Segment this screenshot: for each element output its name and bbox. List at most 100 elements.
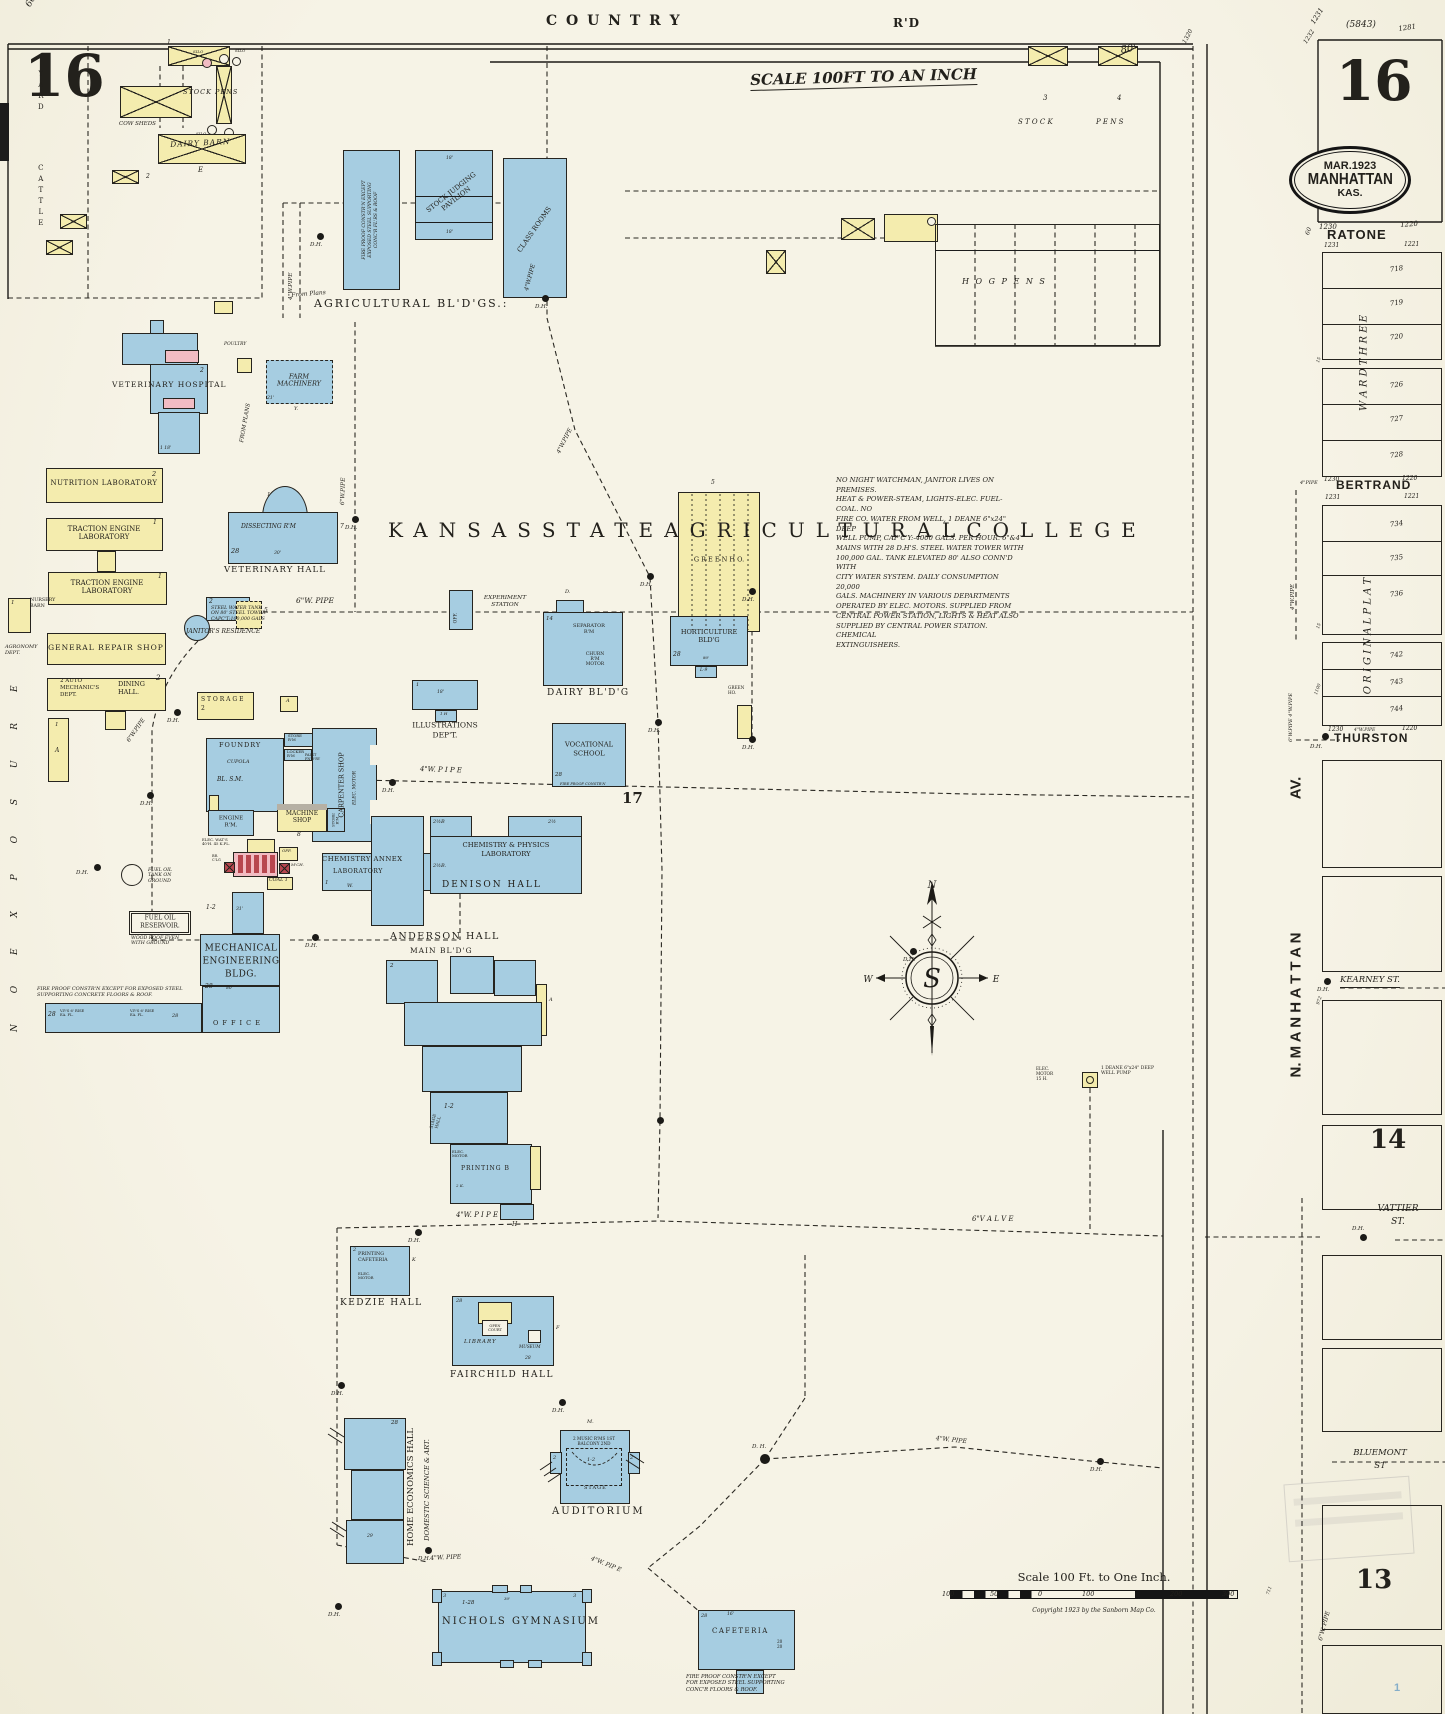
- compass-north-arrow: [927, 881, 937, 905]
- storage-label: S T O R A G E 2: [201, 696, 244, 712]
- den-25b-tl: 2½B: [433, 819, 445, 825]
- blacksmith: BL. S.M.: [217, 776, 244, 783]
- kedzie-k: K: [412, 1257, 416, 1263]
- lot-divider: [1322, 324, 1442, 325]
- anderson-h: H: [512, 1221, 518, 1228]
- office-28b: 28: [172, 1013, 179, 1019]
- scale-bar-copyright: Copyright 1923 by the Sanborn Map Co.: [1032, 1607, 1156, 1614]
- kedzie-printing: PRINTING CAFETERIA: [358, 1252, 388, 1263]
- vocational-school: VOCATIONAL SCHOOL: [564, 740, 614, 758]
- anderson-stem: [500, 1204, 534, 1220]
- bldg-a-num: 1: [55, 722, 59, 728]
- silo-2: [219, 54, 229, 64]
- road-rd: R'D: [893, 16, 921, 30]
- chemistry-physics: CHEMISTRY & PHYSICS LABORATORY: [462, 841, 550, 858]
- coal-bin: [267, 877, 293, 890]
- traction-lab-1: TRACTION ENGINE LABORATORY: [67, 525, 141, 541]
- lot-divider: [1322, 696, 1442, 697]
- silo-label-a: SILO: [193, 49, 204, 54]
- chem-annex-w: W.: [347, 883, 353, 889]
- store-rm-2-bldg: [327, 808, 345, 832]
- hydrant-label: D.H.: [535, 304, 548, 310]
- auditorium-2l: 2: [553, 1455, 557, 1461]
- hydrant-label: D. H.: [752, 1444, 767, 1450]
- nichols-3b: 3: [573, 1593, 577, 1599]
- illus-1h: 1 H: [440, 711, 448, 716]
- den-25-tr: 2½: [548, 819, 557, 825]
- st-kearney: KEARNEY ST.: [1340, 975, 1400, 988]
- library: LIBRARY: [464, 1339, 497, 1345]
- nichols-tab-1: [492, 1585, 508, 1593]
- shed-ne-vet: [214, 301, 233, 314]
- hydrant-dot: [388, 778, 396, 786]
- carp-notch-1: [370, 745, 378, 765]
- boiler-bar-4: [262, 855, 267, 873]
- hydrant-dot: [334, 1602, 342, 1610]
- num-1230-thur: 1230: [1328, 726, 1344, 733]
- hydrant-label: D.H.: [408, 1238, 421, 1244]
- hog-pens: H O G P E N S: [962, 277, 1047, 286]
- farm-machinery: FARM MACHINERY: [277, 372, 321, 388]
- pen-c: [46, 240, 73, 255]
- anderson-hall: ANDERSON HALL: [390, 931, 500, 942]
- home-ec-28: 28: [391, 1420, 398, 1426]
- lot-divider: [1322, 669, 1442, 670]
- nichols-tw-1: [432, 1589, 442, 1603]
- scale-bar: Scale 100 Ft. to One Inch. 100 50 0 100 …: [942, 1570, 1238, 1614]
- cafeteria-stem: [736, 1670, 764, 1694]
- pump-note: 1 DEANE 6"x24" DEEP WELL PUMP: [1101, 1066, 1154, 1077]
- hydrant-dot: [146, 791, 154, 799]
- lot-divider: [1322, 440, 1442, 441]
- hydrant-dot: [1321, 732, 1329, 740]
- boiler-bar-2: [246, 855, 251, 873]
- stock-pen-4-num: 4: [1117, 94, 1122, 102]
- anderson-a: A: [549, 997, 553, 1003]
- cupola: CUPOLA: [227, 759, 250, 765]
- lot-block: [1322, 642, 1442, 726]
- pen-a: [112, 170, 139, 184]
- horticulture-tab: [695, 666, 717, 678]
- nichols-tab-4: [528, 1660, 542, 1668]
- den-25b-bl: 2½B.: [433, 863, 447, 869]
- scale-tick: 200: [1170, 1590, 1183, 1598]
- well-pump-circle: [1086, 1076, 1094, 1084]
- st-n-manhattan: N. M A N H A T T A N: [1287, 932, 1305, 1078]
- stock-pens-nw: STOCK PENS: [183, 88, 239, 96]
- anderson-mid: [404, 1002, 542, 1046]
- cafeteria: CAFETERIA: [712, 1627, 769, 1635]
- hydrant-dot: [351, 515, 359, 523]
- auto-mech-dining: [47, 678, 166, 711]
- hydrant-label: D.H.: [1310, 744, 1323, 750]
- dairy-d: D.: [565, 589, 571, 595]
- num-1220-thur: 1220: [1402, 725, 1418, 732]
- st-thurston: THURSTON: [1334, 731, 1409, 745]
- mechanical-engineering: MECHANICAL ENGINEERING BLDG.: [202, 943, 280, 980]
- stock-pen-3: [1028, 46, 1068, 66]
- ag-bldg-2-pavilion: [415, 150, 493, 240]
- num-1230-bert: 1230: [1324, 476, 1340, 483]
- hydrant-dot: [173, 708, 181, 716]
- anderson-stage: [430, 1092, 508, 1144]
- br-clg: BR. C'LG: [212, 854, 221, 862]
- machine-shop-band: [277, 804, 327, 810]
- fuel-oil-reservoir: [129, 911, 191, 935]
- scale-bar-title: Scale 100 Ft. to One Inch.: [1017, 1570, 1171, 1584]
- janitor-2: 2: [209, 598, 213, 605]
- coal: COAL 1: [269, 878, 288, 883]
- nutrition-lab: NUTRITION LABORATORY: [50, 479, 158, 488]
- compass-monogram: S: [923, 964, 941, 994]
- fairchild-hall: FAIRCHILD HALL: [450, 1370, 554, 1380]
- lot-block: [1322, 760, 1442, 868]
- stamp-state: KAS.: [1337, 187, 1363, 200]
- voc-28: 28: [555, 772, 562, 778]
- traction-connector: [97, 551, 116, 572]
- hydrant-label: D.H.: [1317, 987, 1330, 993]
- horticulture-bldg: [670, 616, 748, 666]
- home-economics-hall: HOME ECONOMICS HALL: [406, 1428, 417, 1547]
- block-14: 14: [1370, 1125, 1407, 1155]
- auditorium-2r: 2: [630, 1455, 634, 1461]
- office-fireproof-note: FIRE PROOF CONSTR'N EXCEPT FOR EXPOSED S…: [37, 986, 183, 999]
- compass-rose: S N W E: [863, 880, 1000, 1056]
- pipe4-agb: 4"W.PIPE: [288, 272, 294, 300]
